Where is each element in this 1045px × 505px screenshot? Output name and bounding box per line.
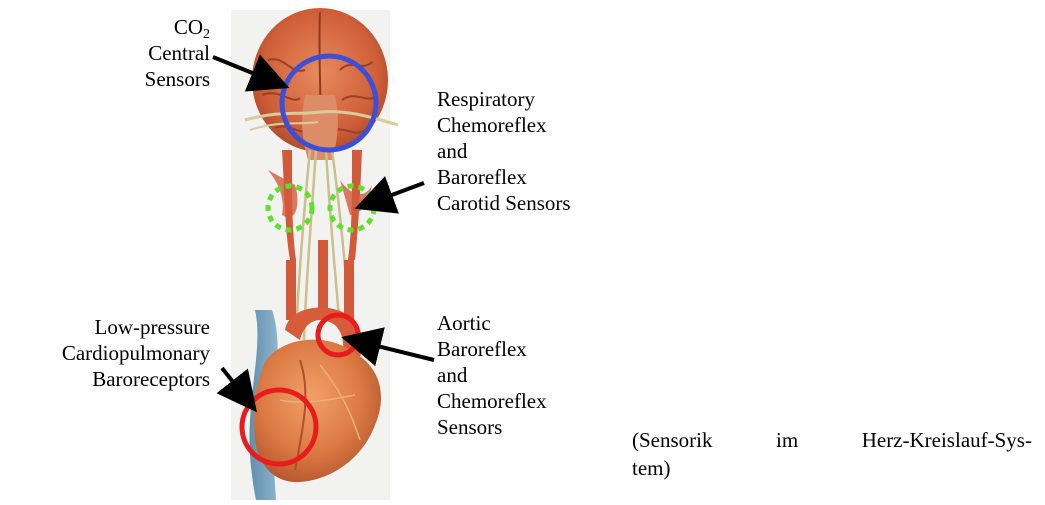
co2-prefix: CO [174,15,203,39]
aortic-line-2: Baroreflex [437,336,547,362]
low-pressure-label: Low-pressure Cardiopulmonary Barorecepto… [20,314,210,392]
carotid-line-3: and [437,138,571,164]
carotid-sensors-label: Respiratory Chemoreflex and Baroreflex C… [437,86,571,216]
low-pressure-line-2: Cardiopulmonary [20,340,210,366]
aortic-line-3: and [437,362,547,388]
co2-line-2: Central [100,40,210,66]
aortic-line-5: Sensors [437,414,547,440]
aortic-line-1: Aortic [437,310,547,336]
carotid-line-5: Carotid Sensors [437,190,571,216]
co2-line-3: Sensors [100,66,210,92]
caption-line-2: tem) [632,454,1032,482]
co2-central-sensors-label: CO2 Central Sensors [100,14,210,92]
low-pressure-line-3: Baroreceptors [20,366,210,392]
low-pressure-line-1: Low-pressure [20,314,210,340]
aortic-sensors-label: Aortic Baroreflex and Chemoreflex Sensor… [437,310,547,440]
caption-word-2: im [776,426,798,454]
caption-word-3: Herz-Kreislauf-Sys- [862,426,1032,454]
caption: (Sensorik im Herz-Kreislauf-Sys- tem) [632,426,1032,482]
carotid-line-1: Respiratory [437,86,571,112]
caption-word-1: (Sensorik [632,426,713,454]
carotid-line-2: Chemoreflex [437,112,571,138]
carotid-line-4: Baroreflex [437,164,571,190]
aortic-line-4: Chemoreflex [437,388,547,414]
